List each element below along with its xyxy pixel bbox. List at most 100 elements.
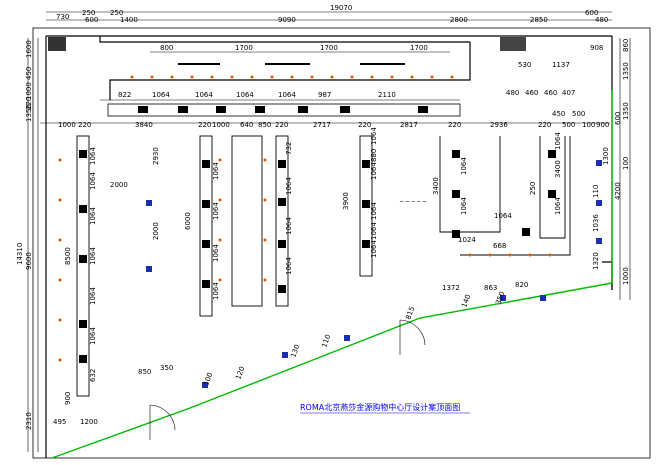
column-left — [48, 37, 66, 51]
dim-rt-2: 530 — [518, 61, 531, 69]
top-rail-blocks — [138, 106, 428, 113]
dim-mid-10: 220 — [358, 121, 371, 129]
dim-bot-1: 1372 — [442, 284, 460, 292]
dim-sb-1: 2930 — [152, 147, 160, 165]
entrance-doors — [149, 319, 426, 440]
dim-right-5: 4200 — [614, 182, 622, 200]
walls — [45, 35, 613, 458]
dim-sa-1: 1064 — [89, 172, 97, 190]
dim-mid-15: 500 — [562, 121, 575, 129]
glass-curtain-wall — [51, 90, 613, 459]
dim-mid-17: 900 — [596, 121, 609, 129]
dim-rt-9: 500 — [572, 110, 585, 118]
dim-right-6: 100 — [622, 157, 630, 170]
dimension-lines — [27, 11, 631, 452]
dim-sd-5: 1064 — [370, 127, 378, 145]
dim-bot-11: 130 — [289, 343, 301, 358]
dim-sb-7: 495 — [53, 418, 66, 426]
dim-mid-9: 2717 — [313, 121, 331, 129]
dim-se-14: 1300 — [602, 147, 610, 165]
dim-rt-4: 480 — [506, 89, 519, 97]
dim-sc-6: 732 — [285, 142, 293, 155]
dim-mid-14: 220 — [538, 121, 551, 129]
dim-mid-5: 1000 — [212, 121, 230, 129]
dim-top-7: 2800 — [450, 16, 468, 24]
dim-sd-2: 1064 — [370, 162, 378, 180]
shelf-blocks — [79, 150, 556, 363]
dim-bot-2: 863 — [484, 284, 497, 292]
dim-mid-3: 3840 — [135, 121, 153, 129]
dim-sc-1: 6000 — [184, 212, 192, 230]
dim-right-1: 860 — [622, 39, 630, 52]
dim-se-12: 1036 — [592, 214, 600, 232]
dim-shelf-2: 1700 — [235, 44, 253, 52]
dimension-labels: 19070 730 250 600 250 1400 9090 2800 285… — [16, 4, 630, 430]
dim-sc-4: 1064 — [212, 244, 220, 262]
dim-mid-8: 220 — [275, 121, 288, 129]
dim-bot-5: 350 — [494, 290, 506, 305]
dim-upper-3: 1064 — [195, 91, 213, 99]
dim-sc-3: 1064 — [212, 202, 220, 220]
dim-top-1: 730 — [56, 13, 69, 21]
dim-se-5: 1024 — [458, 236, 476, 244]
dim-upper-1: 822 — [118, 91, 131, 99]
dim-bot-7: 110 — [320, 333, 332, 348]
dim-sd-1: 3900 — [342, 192, 350, 210]
dim-se-3: 1064 — [460, 197, 468, 215]
dim-mid-11: 2817 — [400, 121, 418, 129]
dim-sb-4: 8500 — [64, 247, 72, 265]
dim-mid-16: 100 — [582, 121, 595, 129]
shelf-fixtures — [76, 135, 571, 397]
dim-top-6: 9090 — [278, 16, 296, 24]
dim-right-2: 1350 — [622, 62, 630, 80]
spot-lights — [146, 160, 602, 388]
dim-left-3: 1000 — [25, 82, 33, 100]
dim-upper-6: 987 — [318, 91, 331, 99]
column-right — [500, 37, 526, 51]
dim-top-10: 480 — [595, 16, 608, 24]
dim-top-8: 2850 — [530, 16, 548, 24]
dim-shelf-1: 800 — [160, 44, 173, 52]
dim-shelf-3: 1700 — [320, 44, 338, 52]
dim-mid-13: 2936 — [490, 121, 508, 129]
dim-right-4: 1350 — [622, 102, 630, 120]
dim-mid-6: 640 — [240, 121, 253, 129]
dim-upper-7: 2110 — [378, 91, 396, 99]
dim-upper-4: 1064 — [236, 91, 254, 99]
dim-bot-8: 850 — [138, 368, 151, 376]
dim-bot-10: 120 — [234, 365, 246, 380]
dim-sa-6: 1064 — [89, 147, 97, 165]
dim-left-4: 220 — [25, 97, 33, 110]
dim-left-5: 1350 — [25, 104, 33, 122]
dim-bot-12: 100 — [202, 371, 214, 386]
dim-se-2: 1064 — [460, 157, 468, 175]
dim-bot-4: 140 — [460, 293, 472, 308]
dim-sb-3: 2000 — [152, 222, 160, 240]
dim-se-6: 668 — [493, 242, 506, 250]
dim-sc-2: 1064 — [212, 162, 220, 180]
dim-mid-7: 850 — [258, 121, 271, 129]
dim-sa-7: 632 — [89, 369, 97, 382]
leader-marker: _ _ _ _ _ — [399, 194, 427, 202]
dim-top-total: 19070 — [330, 4, 352, 12]
dim-sb-6: 1200 — [80, 418, 98, 426]
dim-rt-8: 450 — [552, 110, 565, 118]
dim-top-9: 600 — [585, 9, 598, 17]
dim-sc-9: 1064 — [285, 257, 293, 275]
dim-sb-2: 2000 — [110, 181, 128, 189]
dim-sa-2: 1064 — [89, 207, 97, 225]
dim-sc-8: 1064 — [285, 217, 293, 235]
dim-bot-9: 350 — [160, 364, 173, 372]
dim-rt-3: 1137 — [552, 61, 570, 69]
dim-left-1: 1600 — [25, 40, 33, 58]
dim-shelf-4: 1700 — [410, 44, 428, 52]
dim-sc-5: 1064 — [212, 282, 220, 300]
dim-se-7: 250 — [529, 182, 537, 195]
dim-mid-12: 220 — [448, 121, 461, 129]
dim-se-13: 1320 — [592, 252, 600, 270]
dim-sd-3: 1064 — [370, 202, 378, 220]
dim-top-2: 250 — [82, 9, 95, 17]
dim-sd-6: 880 — [370, 149, 378, 162]
dim-sa-5: 1064 — [89, 327, 97, 345]
